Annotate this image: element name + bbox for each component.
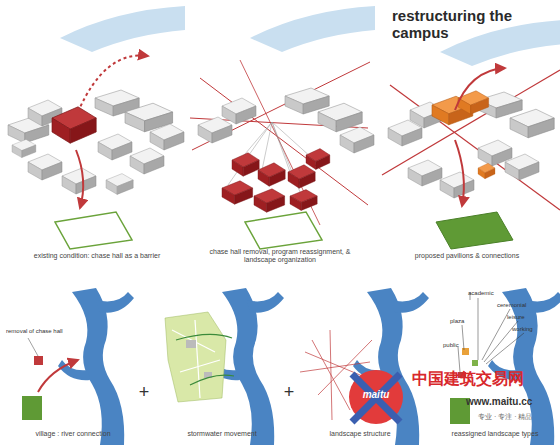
chase-hall-mark [34, 356, 43, 365]
leader-lines [458, 347, 460, 372]
stormwater-map [165, 288, 284, 445]
removal-panel [290, 190, 317, 211]
existing-panel [62, 168, 96, 194]
landscape-types-map [450, 288, 560, 445]
callout-label: removal of chase hall [6, 328, 86, 335]
removal-panel [222, 98, 256, 124]
river-band [250, 6, 375, 52]
leader-lines [478, 298, 479, 360]
village-map [58, 288, 134, 445]
leader-lines [462, 325, 464, 350]
type-label: leisure [507, 314, 547, 321]
stormwater-map [176, 334, 232, 340]
removal-panel [198, 117, 232, 143]
path-lines [180, 360, 220, 372]
connection-arrow [455, 140, 464, 206]
type-label: working [512, 326, 552, 333]
removal-panel [240, 60, 320, 225]
type-label: academic [468, 290, 508, 297]
removal-panel [254, 189, 285, 212]
removal-panel [232, 153, 259, 176]
plus-sign: + [281, 382, 297, 403]
leader-lines [486, 333, 524, 364]
map-caption: landscape structure [300, 430, 420, 438]
stormwater-map [165, 312, 226, 402]
landscape-types-map [472, 360, 478, 366]
existing-panel [106, 174, 133, 195]
panel-caption: proposed pavilions & connections [392, 252, 542, 260]
removal-panel [190, 6, 375, 249]
map-caption: stormwater movement [152, 430, 292, 438]
leader-lines [482, 309, 510, 360]
proposed-panel [510, 109, 554, 138]
removal-panel [318, 103, 362, 132]
barrier-arrow [78, 55, 148, 112]
watermark-logo [349, 370, 403, 424]
type-label: public [443, 342, 473, 349]
existing-panel [52, 107, 96, 143]
proposed-panel [505, 154, 539, 180]
green-outline [55, 212, 132, 249]
type-label: plaza [450, 318, 480, 325]
green-square [22, 396, 42, 420]
panel-caption: chase hall removal, program reassignment… [205, 248, 355, 264]
removal-panel [306, 149, 330, 170]
green-space [436, 212, 513, 249]
existing-panel [98, 134, 132, 160]
plus-sign: + [136, 382, 152, 403]
green-outline [245, 212, 322, 249]
stormwater-map [190, 375, 234, 385]
stormwater-map [186, 340, 196, 348]
removal-panel [288, 165, 315, 188]
proposed-panel [390, 85, 560, 210]
removal-panel [285, 88, 329, 114]
watermark-text: 专业 · 专注 · 精品 [478, 413, 560, 421]
river-band [440, 20, 560, 66]
watermark-text: www.maitu.cc [466, 396, 560, 408]
map-caption: village : river connection [8, 430, 138, 438]
existing-panel [150, 124, 184, 150]
removal-panel [258, 163, 285, 186]
leader-line [28, 338, 38, 356]
village-map [38, 360, 78, 392]
removal-panel [340, 127, 374, 153]
program-lines [272, 122, 312, 158]
village-map [22, 288, 134, 445]
proposed-panel [408, 160, 442, 186]
watermark-text: maitu [350, 389, 402, 401]
type-label: ceremonial [497, 302, 547, 309]
landscape-structure-map [353, 288, 429, 445]
watermark-logo [349, 370, 403, 424]
diagram-title: restructuring the campus [392, 7, 560, 42]
path-lines [195, 320, 200, 398]
path-lines [172, 330, 215, 352]
grid-lines [330, 330, 332, 420]
existing-panel [8, 6, 185, 249]
connection-arrow [455, 68, 505, 110]
river-band [60, 6, 185, 52]
existing-panel [28, 154, 62, 180]
proposed-panel [382, 20, 560, 249]
existing-panel [130, 148, 164, 174]
path-lines [172, 320, 220, 398]
panel-caption: existing condition: chase hall as a barr… [12, 252, 182, 260]
grid-lines [300, 362, 370, 372]
landscape-types-map [488, 288, 560, 445]
existing-panel [12, 139, 36, 157]
landscape-types-map [462, 348, 469, 355]
watermark-text: 中国建筑交易网 [412, 370, 560, 388]
landscape-structure-map [300, 288, 429, 445]
map-caption: reassigned landscape types [430, 430, 560, 438]
proposed-panel [440, 172, 474, 198]
proposed-panel [478, 163, 495, 179]
barrier-arrow [76, 150, 83, 208]
removal-panel [222, 181, 253, 204]
